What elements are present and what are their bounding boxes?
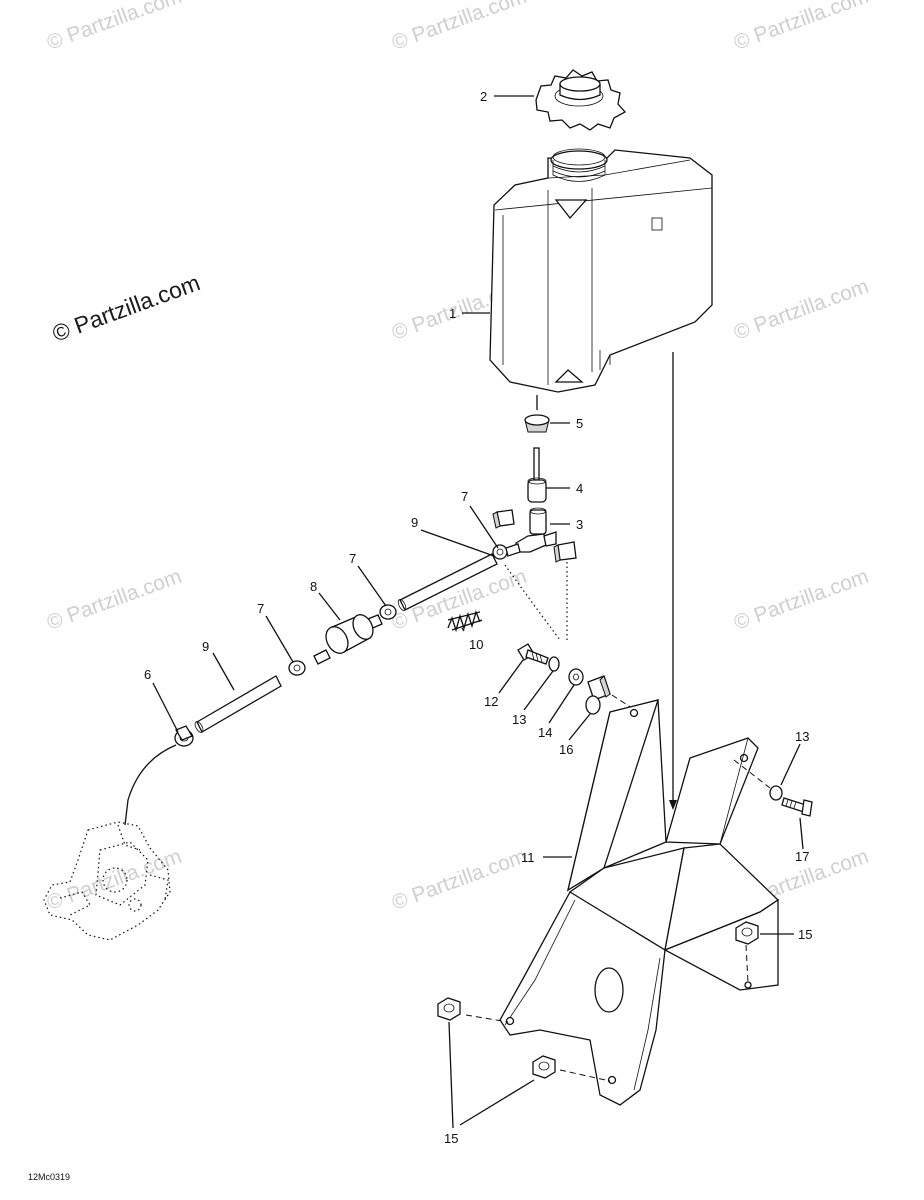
assembly-dotted-line [504, 564, 561, 641]
hose-clamp-middle [379, 604, 397, 620]
callout-4: 4 [576, 481, 583, 496]
diagram-code: 12Mc0319 [28, 1172, 70, 1182]
alignment-line [559, 1069, 611, 1082]
callout-16: 16 [559, 742, 573, 757]
callout-7a: 7 [461, 489, 468, 504]
alignment-line [465, 1014, 509, 1023]
callout-7b: 7 [349, 551, 356, 566]
callout-6: 6 [144, 667, 151, 682]
lock-washer-part [548, 656, 560, 672]
fuel-valve-part [527, 447, 547, 503]
watermark-text: © Partzilla.com [731, 565, 872, 635]
callout-13b: 13 [795, 729, 809, 744]
callout-15b: 15 [444, 1131, 458, 1146]
callout-13a: 13 [512, 712, 526, 727]
alignment-line [733, 759, 771, 789]
fuel-hose-lower [194, 675, 282, 733]
watermark-text: © Partzilla.com [44, 845, 185, 915]
tank-support-bracket [499, 699, 780, 1106]
alignment-line [745, 944, 749, 983]
callout-9a: 9 [411, 515, 418, 530]
nut-part [532, 1055, 556, 1079]
watermark-text: © Partzilla.com [731, 0, 872, 55]
nut-part [735, 921, 759, 945]
tank-cap-part [535, 69, 627, 131]
fuel-tank-part [489, 148, 713, 393]
callout-14: 14 [538, 725, 552, 740]
callout-11: 11 [521, 850, 535, 865]
bolt-part [781, 797, 813, 817]
fuel-filter-part [313, 614, 383, 665]
valve-clip-part [585, 675, 611, 715]
callout-15a: 15 [798, 927, 812, 942]
hose-clamp-top [492, 543, 521, 560]
flat-washer-part [568, 668, 584, 686]
callout-3: 3 [576, 517, 583, 532]
grommet-part [524, 414, 550, 433]
callout-7c: 7 [257, 601, 264, 616]
callout-2: 2 [480, 89, 487, 104]
watermark-text: © Partzilla.com [44, 565, 185, 635]
valve-tee-part [515, 507, 557, 553]
clip-parts [492, 509, 577, 563]
callout-17: 17 [795, 849, 809, 864]
screw-part [517, 643, 549, 665]
watermark-main: © Partzilla.com [49, 269, 204, 346]
leader-lines [152, 95, 804, 1129]
watermark-text: © Partzilla.com [731, 275, 872, 345]
callout-9b: 9 [202, 639, 209, 654]
fuel-line-to-carb [124, 744, 177, 826]
callout-1: 1 [449, 306, 456, 321]
callout-5: 5 [576, 416, 583, 431]
watermarks: © Partzilla.com © Partzilla.com © Partzi… [44, 0, 872, 915]
hose-clamp-lower [288, 660, 306, 676]
spring-part [447, 609, 483, 633]
watermark-text: © Partzilla.com [389, 0, 530, 55]
watermark-text: © Partzilla.com [44, 0, 185, 55]
callout-8: 8 [310, 579, 317, 594]
fuel-hose-upper [397, 553, 498, 611]
callouts: 1 2 3 4 5 6 7 7 7 8 9 9 10 11 12 13 13 1… [144, 89, 812, 1146]
hose-clamp-6 [174, 725, 194, 747]
carburetor-ghost [43, 821, 171, 941]
watermark-text: © Partzilla.com [389, 845, 530, 915]
callout-12: 12 [484, 694, 498, 709]
nut-part [437, 997, 461, 1021]
callout-10: 10 [469, 637, 483, 652]
lock-washer-right [769, 785, 783, 801]
